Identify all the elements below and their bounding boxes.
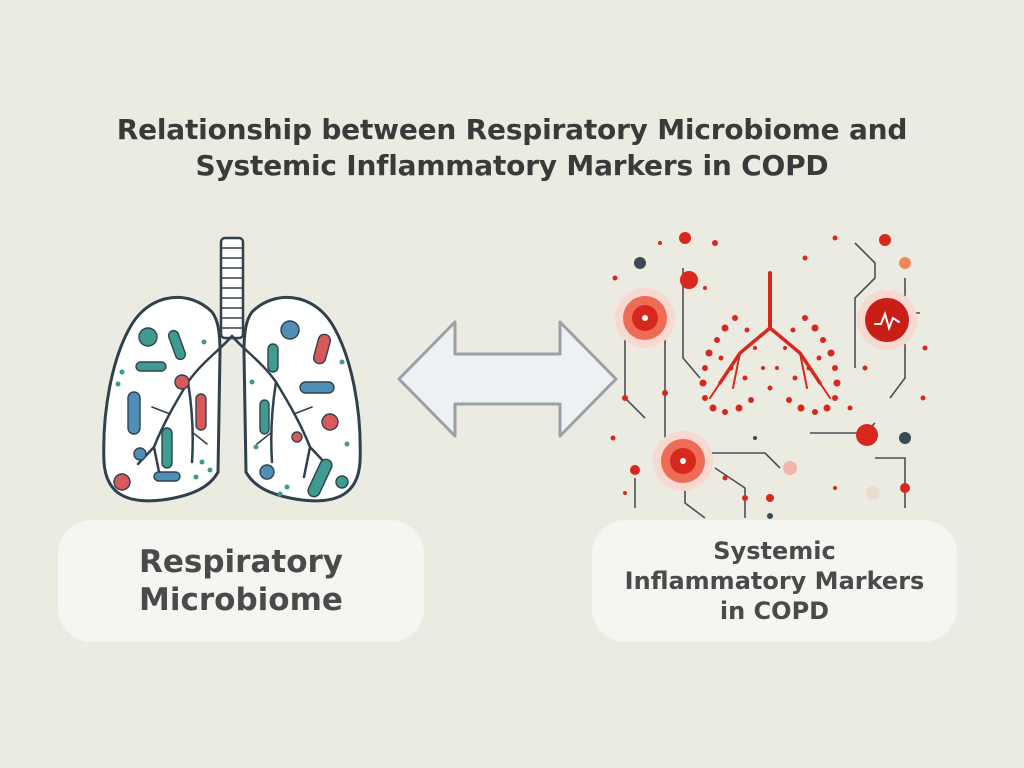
left-label-line-2: Microbiome: [139, 582, 343, 618]
double-arrow-icon: [397, 320, 618, 438]
marker-node-right-icon: [857, 290, 917, 350]
marker-node-bottom-icon: [653, 431, 713, 491]
respiratory-microbiome-label: Respiratory Microbiome: [58, 520, 424, 642]
particles-icon: [610, 235, 928, 519]
left-label-line-1: Respiratory: [139, 544, 343, 580]
inflamed-lung-dots-icon: [699, 315, 841, 415]
bronchi-icon: [136, 334, 328, 479]
inflammatory-markers-label: Systemic Inflammatory Markers in COPD: [592, 520, 957, 642]
title-line-1: Relationship between Respiratory Microbi…: [116, 113, 908, 146]
lungs-with-microbes-icon: [102, 236, 362, 503]
microbe-dots-icon: [115, 339, 350, 497]
right-label-line-3: in COPD: [719, 597, 830, 625]
red-bronchi-icon: [709, 271, 831, 399]
diagram-title: Relationship between Respiratory Microbi…: [0, 112, 1024, 184]
marker-node-left-icon: [615, 288, 675, 348]
trachea-icon: [219, 236, 245, 340]
inflammatory-network-icon: [610, 232, 928, 519]
title-line-2: Systemic Inflammatory Markers in COPD: [195, 149, 829, 182]
right-label-line-2: Inflammatory Markers: [624, 567, 925, 595]
marker-node-small-icon: [679, 232, 891, 475]
right-label-line-1: Systemic: [713, 537, 836, 565]
left-lung-icon: [102, 295, 222, 503]
microbes-icon: [113, 320, 349, 498]
